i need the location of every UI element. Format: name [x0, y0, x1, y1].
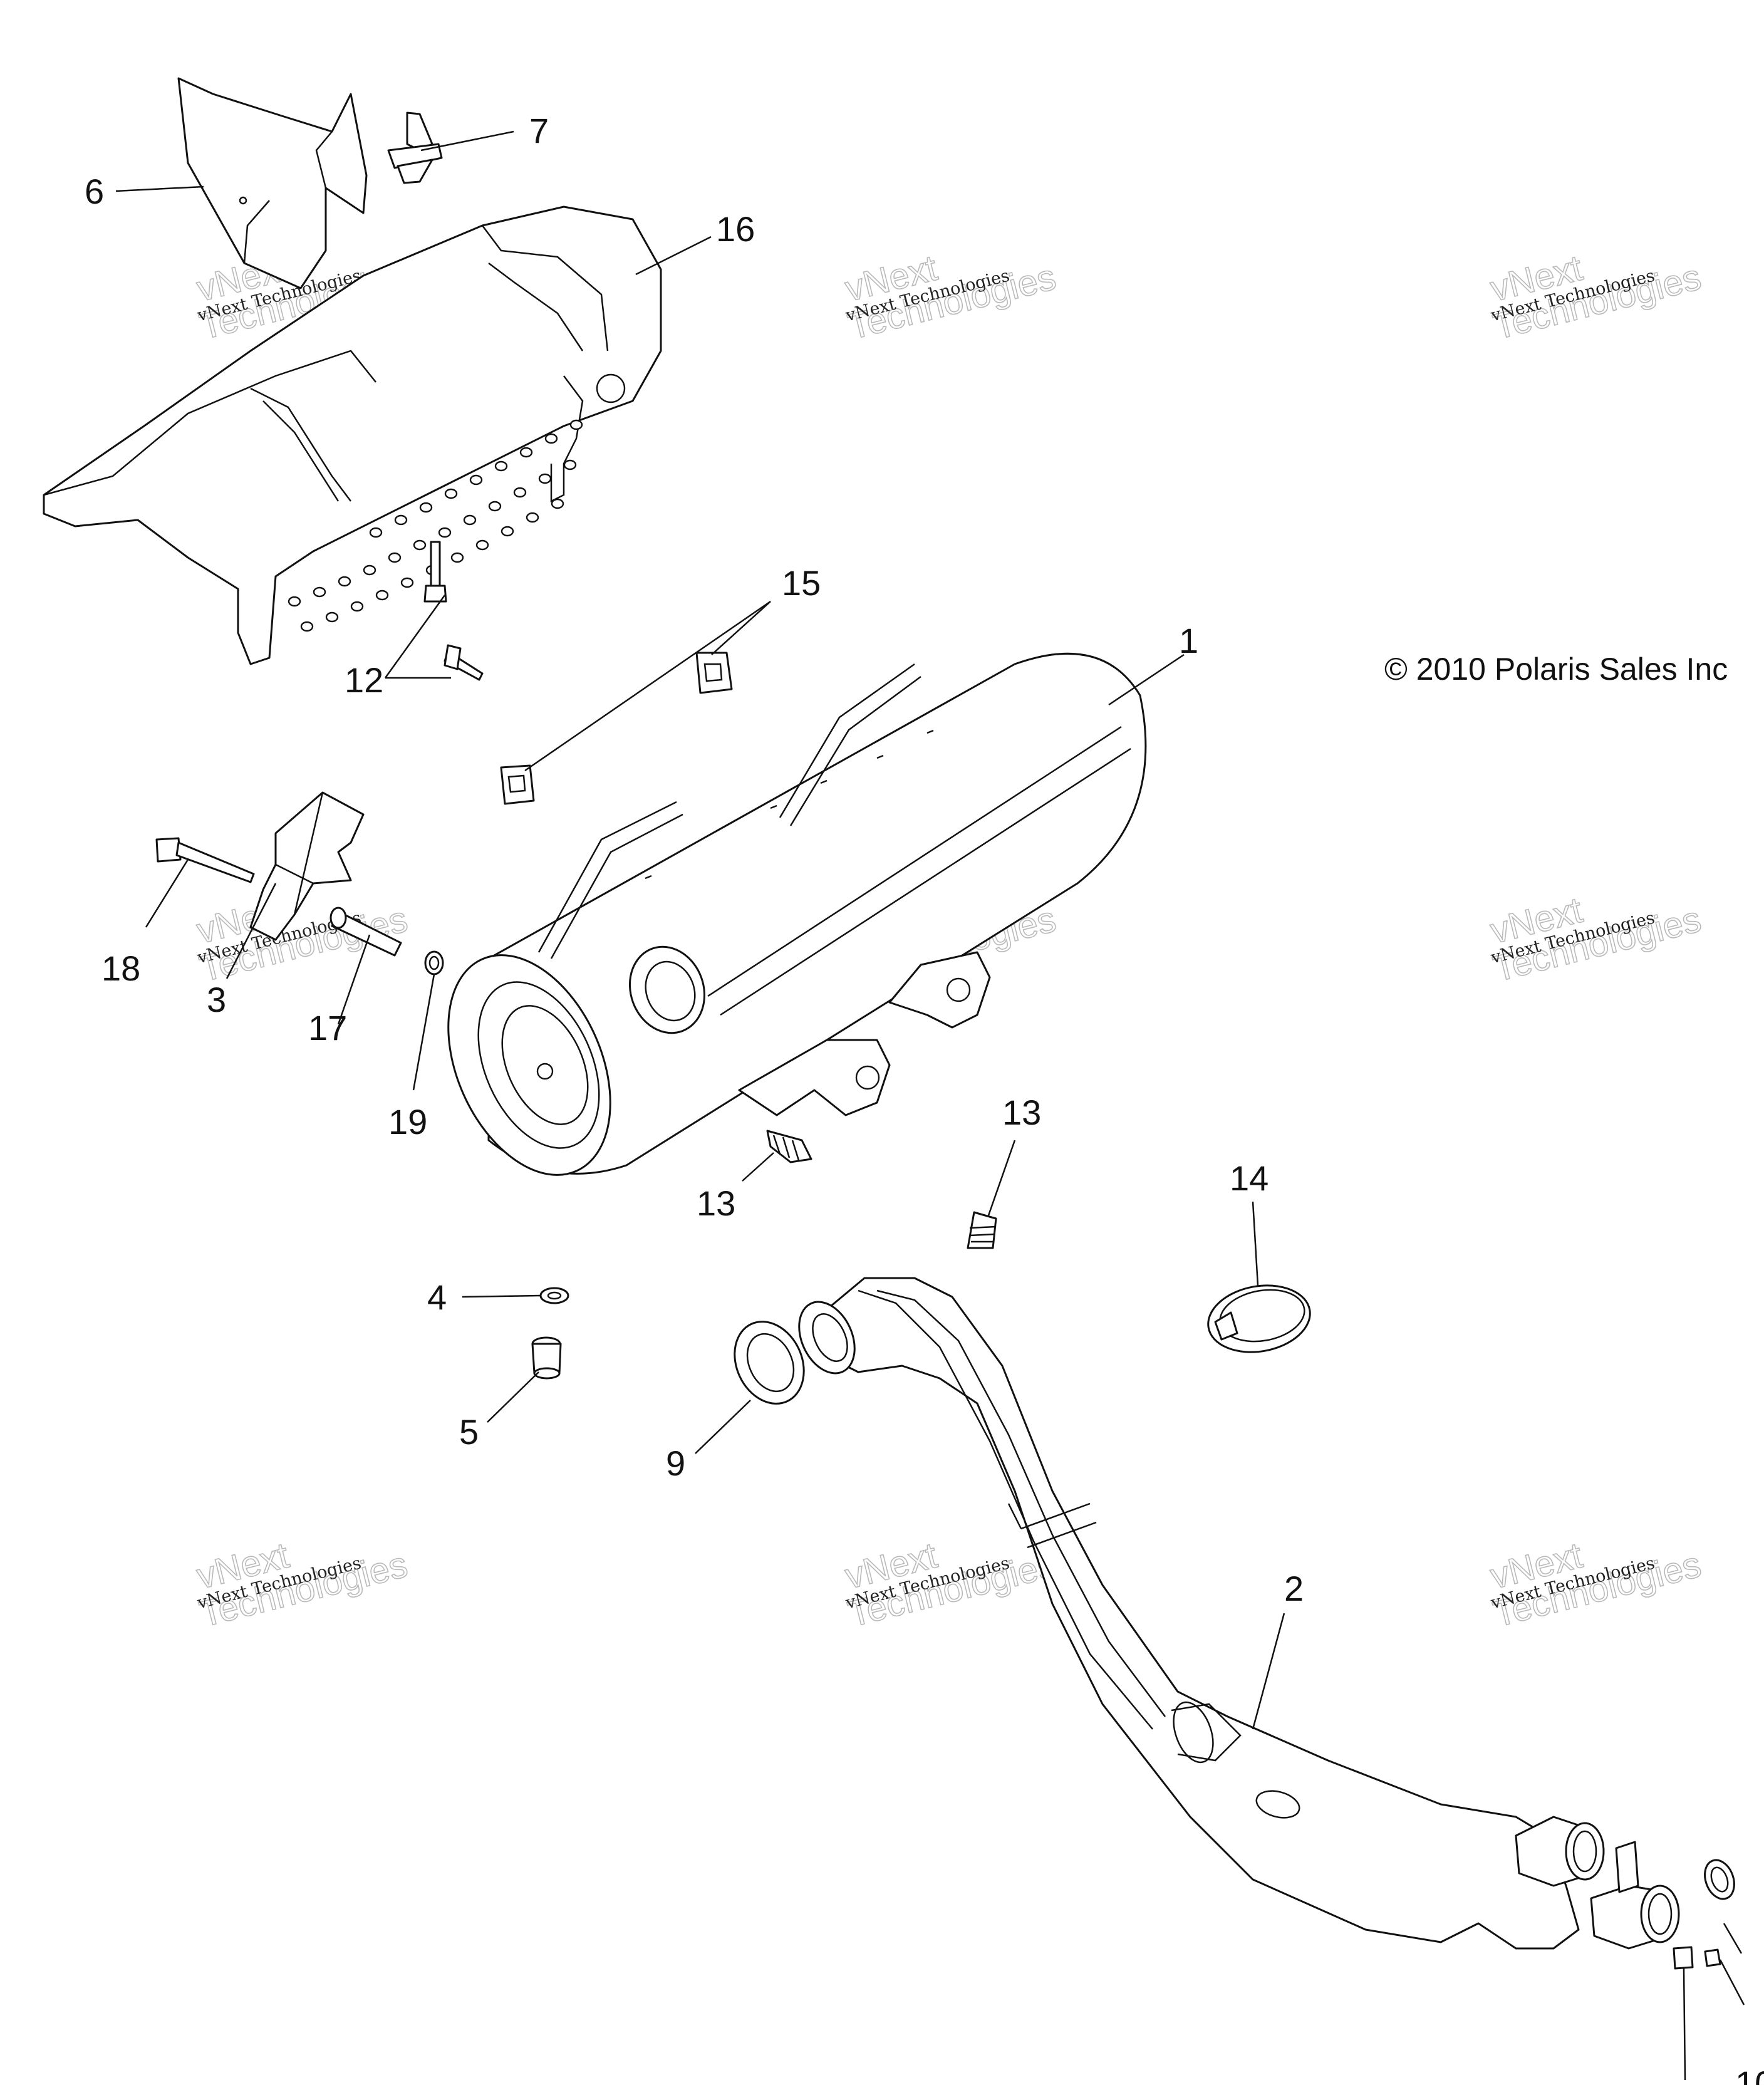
part-17-spacer: [329, 907, 402, 957]
part-4-washer: [539, 1287, 569, 1304]
part-1-muffler: [447, 652, 1147, 1176]
watermark: vNext Technologies vNext Technologies: [1486, 247, 1706, 348]
part-2-head-pipe: [798, 1277, 1680, 1950]
callout-labels: 1 2 3 4 5 6 7 9 12 13 13 14 15 16 17 18 …: [85, 111, 1764, 2085]
callout-17: 17: [308, 1008, 347, 1048]
callout-18: 18: [101, 949, 140, 988]
heat-shield-vent-holes: [288, 419, 583, 632]
part-5-plug: [531, 1336, 562, 1380]
callout-15: 15: [782, 563, 821, 603]
part-18-bolt: [155, 837, 255, 883]
callout-13: 13: [1002, 1093, 1041, 1132]
callout-10-partial: 10: [1735, 2064, 1764, 2085]
callout-1: 1: [1179, 621, 1198, 660]
part-7-push-rivet: [387, 112, 443, 184]
part-16-muffler-heat-shield: [43, 205, 662, 665]
callout-13: 13: [697, 1183, 735, 1223]
part-13-spring: [766, 1130, 812, 1163]
part-15-clip-nut: [500, 764, 535, 805]
callout-3: 3: [207, 980, 226, 1019]
callout-16: 16: [716, 209, 755, 249]
leader-lines: [115, 130, 1745, 2081]
part-14-clamp: [1207, 1284, 1311, 1353]
watermark: vNext Technologies vNext Technologies: [1486, 889, 1706, 990]
callout-4: 4: [427, 1277, 447, 1317]
partial-edge-parts: [1673, 1859, 1735, 1970]
copyright-notice: © 2010 Polaris Sales Inc: [1384, 652, 1728, 687]
callout-19: 19: [388, 1102, 427, 1141]
part-19-washer: [424, 950, 444, 975]
callout-7: 7: [529, 111, 549, 150]
callout-9: 9: [666, 1443, 685, 1483]
watermark: vNext Technologies vNext Technologies: [841, 247, 1061, 348]
watermark: vNext Technologies vNext Technologies: [192, 1534, 412, 1635]
part-3-bracket: [249, 791, 365, 941]
part-6-heat-shield-bracket: [177, 77, 368, 289]
part-9-gasket: [734, 1321, 805, 1405]
callout-2: 2: [1284, 1569, 1304, 1608]
part-15-clip-nut: [695, 652, 733, 694]
callout-5: 5: [459, 1412, 479, 1452]
callout-6: 6: [85, 172, 104, 211]
watermark: vNext Technologies vNext Technologies: [1486, 1534, 1706, 1635]
part-13-spring: [967, 1211, 997, 1249]
callout-12: 12: [345, 660, 383, 700]
part-12-bolts: [423, 541, 484, 681]
callout-14: 14: [1230, 1158, 1269, 1198]
